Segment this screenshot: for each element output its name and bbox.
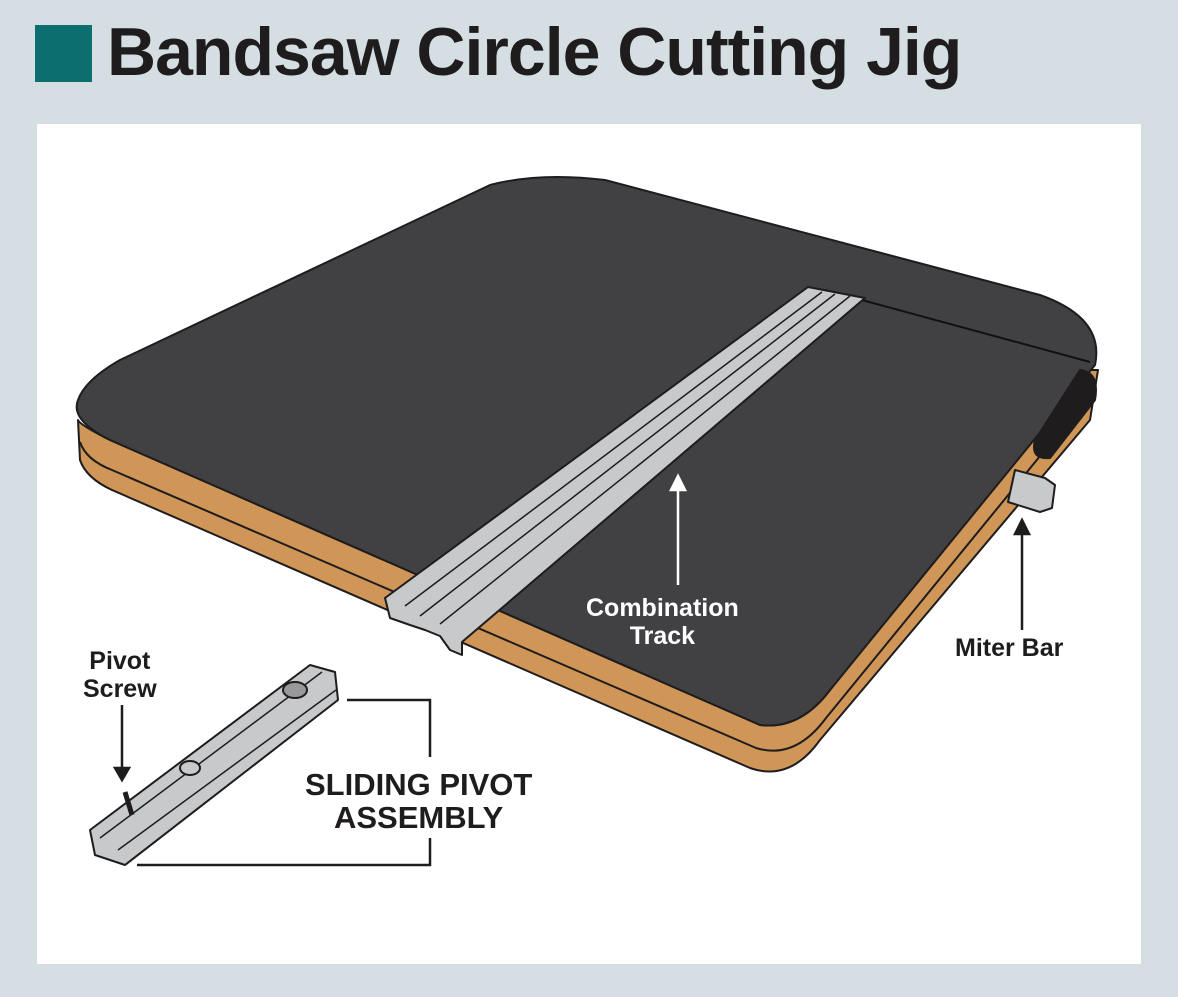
bracket-line (137, 698, 432, 867)
arrow-up-icon (668, 473, 688, 492)
pivot-screw-label: Pivot Screw (83, 647, 157, 703)
fence-roller (1033, 369, 1097, 460)
track-groove (404, 291, 851, 625)
pivot-hole (282, 681, 308, 699)
arrow-up-icon (1012, 517, 1032, 536)
arrow-down-icon (112, 766, 132, 783)
sliding-pivot-assembly (89, 664, 339, 866)
miter-bar (1007, 469, 1056, 513)
page-title: Bandsaw Circle Cutting Jig (107, 14, 962, 90)
pivot-groove (99, 671, 337, 851)
combination-track-label: Combination Track (586, 594, 739, 650)
label-line: Track (629, 622, 696, 650)
title-accent-square (35, 25, 92, 82)
miter-bar-label: Miter Bar (955, 634, 1064, 662)
pivot-hole-2 (179, 760, 201, 776)
label-line: Pivot (89, 647, 151, 675)
label-line: SLIDING PIVOT (305, 767, 533, 802)
kerf-line (824, 289, 1091, 363)
pivot-screw (122, 791, 135, 816)
board-seam (79, 389, 1095, 752)
label-line: ASSEMBLY (333, 800, 504, 835)
sliding-pivot-assembly-label: SLIDING PIVOT ASSEMBLY (305, 768, 532, 834)
label-line: Combination (586, 594, 739, 622)
combination-track (384, 286, 866, 656)
label-line: Screw (83, 675, 157, 703)
